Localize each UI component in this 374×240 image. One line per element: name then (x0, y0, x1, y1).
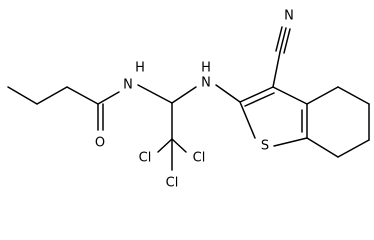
bond (244, 92, 275, 107)
bond (306, 86, 339, 105)
bond (7, 86, 38, 105)
amine-nitrogen-label: N (201, 76, 211, 91)
bond (171, 86, 197, 104)
bond (272, 51, 281, 88)
bond (97, 91, 120, 105)
bond (66, 86, 99, 105)
thiophene-sulfur-label: S (261, 139, 269, 154)
bond (137, 84, 173, 104)
amine-hydrogen-label: H (201, 61, 211, 76)
chlorine-bottom-label: Cl (166, 176, 179, 191)
amide-nitrogen-label: N (123, 78, 133, 93)
bond (337, 139, 370, 158)
bond (157, 138, 173, 153)
bonds (7, 26, 370, 171)
chemical-structure: O H N H N N S Cl Cl Cl (7, 9, 370, 191)
bond (36, 86, 68, 105)
bond (306, 137, 339, 158)
bond (239, 86, 274, 103)
atom-labels: O H N H N N S Cl Cl Cl (95, 9, 294, 191)
bond (239, 101, 256, 139)
chlorine-left-label: Cl (139, 151, 152, 166)
bond (272, 86, 308, 105)
bond (275, 26, 283, 52)
bond (215, 84, 241, 103)
bond (279, 27, 287, 53)
chlorine-right-label: Cl (193, 151, 206, 166)
nitrile-nitrogen-label: N (284, 9, 294, 24)
bond (283, 28, 291, 54)
carbonyl-oxygen-label: O (95, 136, 105, 151)
amide-hydrogen-label: H (135, 61, 145, 76)
bond (171, 138, 187, 153)
bond (273, 137, 308, 147)
bond (337, 86, 370, 105)
